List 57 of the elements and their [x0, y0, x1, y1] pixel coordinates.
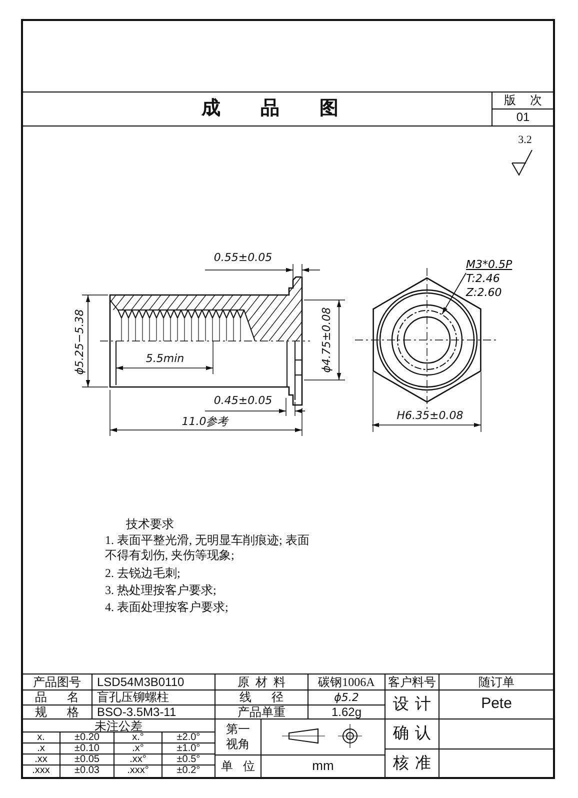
requirement-item: 4. 表面处理按客户要求; [105, 599, 230, 615]
field-value: mm [311, 757, 335, 776]
tolerance-class: x. [36, 732, 46, 744]
roughness-value: 3.2 [517, 134, 533, 148]
dimension-text: H6.35±0.08 [396, 409, 464, 423]
field-label: 单位 [220, 758, 261, 775]
field-label: 原材料 [236, 674, 292, 690]
drawing-title: 成品图 [200, 97, 380, 122]
dimension-text: ϕ5.25−5.38 [73, 308, 87, 377]
field-label: 设计 [392, 694, 438, 714]
tolerance-value: ±0.03 [74, 765, 100, 778]
dimension-text: ϕ4.75±0.08 [320, 306, 334, 375]
thread-callout-text: M3*0.5P T:2.46 Z:2.60 [466, 258, 528, 302]
tolerance-class: .xx° [128, 754, 148, 766]
dimension-text: 0.45±0.05 [212, 394, 274, 408]
field-label: 核准 [392, 754, 438, 774]
tolerance-class: .xxx° [126, 765, 150, 778]
tolerance-class: .x° [131, 743, 145, 755]
field-value: Pete [480, 694, 513, 714]
tolerance-value: ±0.20 [74, 732, 100, 744]
field-label: 产品单重 [236, 705, 286, 720]
tolerance-class: .xxx [31, 765, 51, 778]
revision-number: 01 [515, 109, 531, 126]
dimension-text: 11.0参考 [180, 415, 230, 429]
requirement-item: 3. 热处理按客户要求; [105, 582, 218, 598]
field-label: 产品图号 [32, 674, 82, 690]
requirement-heading: 技术要求 [125, 516, 175, 532]
dimension-text: 5.5min [144, 352, 186, 366]
field-label: 第一视角 [225, 721, 251, 753]
field-label: 品名 [34, 690, 92, 705]
field-value: 随订单 [478, 674, 516, 690]
field-value: BSO-3.5M3-11 [96, 705, 178, 720]
requirement-item: 1. 表面平整光滑, 无明显车削痕迹; 表面不得有划伤, 夹伤等现象; [105, 532, 310, 564]
field-value: LSD54M3B0110 [96, 674, 186, 690]
tolerance-class: x.° [131, 732, 145, 744]
tolerance-value: ±2.0° [176, 732, 202, 744]
field-label: 确认 [392, 724, 438, 744]
dimension-text: 0.55±0.05 [212, 251, 274, 265]
tolerance-value: ±0.05 [74, 754, 100, 766]
tolerance-value: ±1.0° [176, 743, 202, 755]
tolerance-value: ±0.5° [176, 754, 202, 766]
revision-label: 版次 [503, 92, 554, 109]
field-value: 盲孔压铆螺柱 [96, 690, 170, 705]
tolerance-class: .x [36, 743, 46, 756]
field-value: 碳钢1006A [317, 674, 376, 690]
field-value: ϕ5.2 [333, 690, 360, 705]
field-label: 规格 [34, 705, 92, 720]
tolerance-heading: 未注公差 [94, 719, 144, 733]
tolerance-value: ±0.2° [176, 765, 202, 778]
field-label: 客户料号 [387, 674, 437, 690]
leader-line [442, 272, 466, 315]
field-value: 1.62g [330, 705, 363, 720]
tolerance-value: ±0.10 [74, 743, 100, 755]
tolerance-class: .xx [34, 754, 48, 766]
field-label: 线径 [238, 690, 304, 705]
requirement-item: 2. 去锐边毛刺; [105, 565, 182, 581]
thread-pitch-circle [397, 310, 457, 370]
